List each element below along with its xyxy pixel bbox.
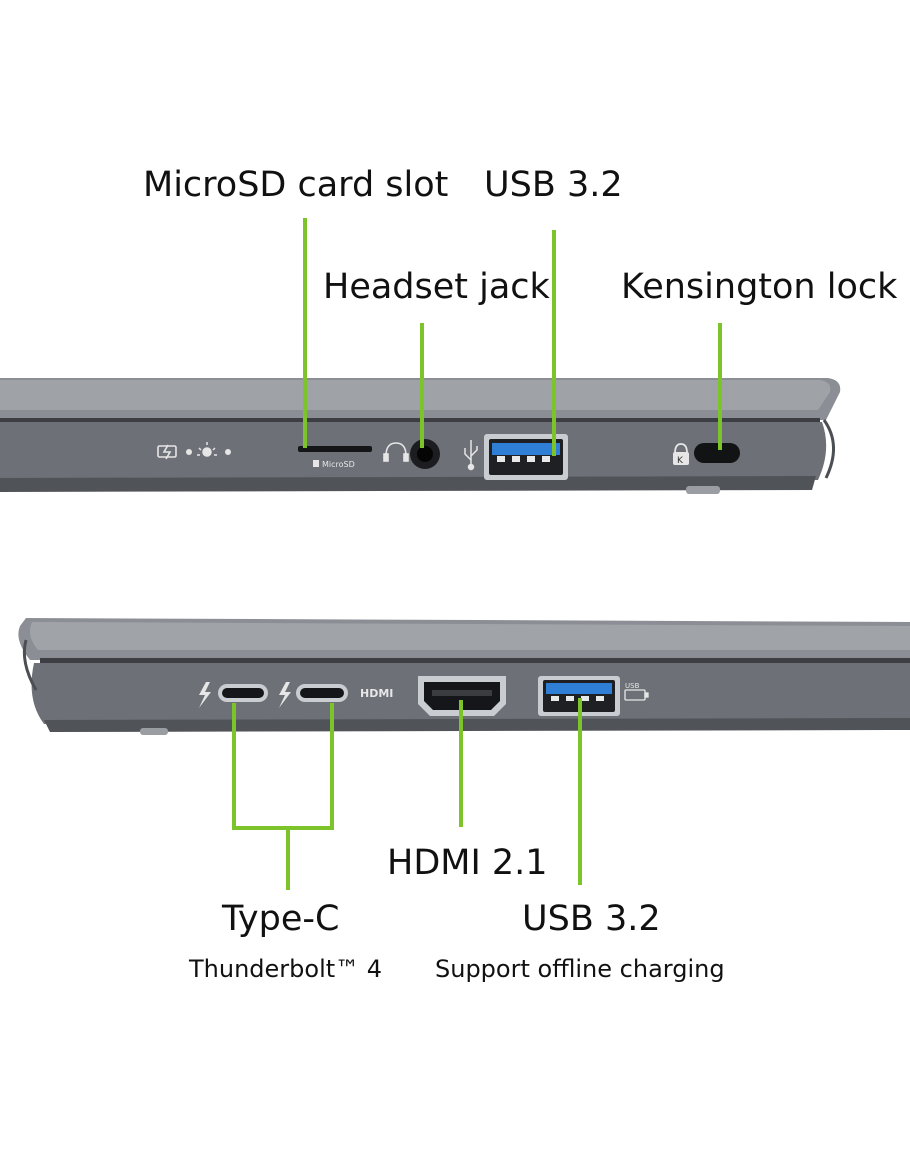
base-bottom-left — [44, 718, 910, 732]
bottom-callout-lines — [232, 698, 582, 890]
svg-text:USB: USB — [625, 682, 640, 690]
lid-seam-left — [40, 658, 910, 663]
headset-jack-hole — [417, 446, 433, 462]
offline-charging-label: Support offline charging — [435, 955, 725, 983]
lid-highlight-left — [30, 622, 910, 650]
usb-bottom-label: USB 3.2 — [522, 899, 661, 939]
usb-icon — [464, 440, 478, 471]
hdmi-print: HDMI — [360, 687, 393, 700]
type-c-label: Type-C — [222, 899, 340, 939]
power-led — [225, 449, 231, 455]
usb-a-2-pins — [551, 696, 604, 701]
kensington-label: Kensington lock — [621, 267, 898, 307]
light-sensor-icon — [197, 442, 217, 457]
base-bottom — [0, 476, 816, 492]
thunderbolt-label: Thunderbolt™ 4 — [189, 955, 383, 983]
usb-top-label: USB 3.2 — [484, 165, 623, 205]
microsd-label: MicroSD card slot — [143, 165, 449, 205]
laptop-right-side: MicroSD K — [0, 378, 841, 494]
svg-text:K: K — [677, 456, 684, 466]
thunderbolt-icon — [199, 682, 211, 708]
laptop-left-side: HDMI USB — [18, 618, 910, 735]
usb-a-pins — [497, 456, 550, 462]
type-c-port-2 — [300, 688, 344, 698]
microsd-slot — [298, 446, 372, 452]
headset-icon — [383, 442, 409, 462]
usb-a-2-tongue — [546, 683, 612, 694]
type-c-port-1 — [222, 688, 264, 698]
microsd-print: MicroSD — [322, 460, 355, 469]
battery-led — [186, 449, 192, 455]
hdmi-tongue — [432, 690, 492, 696]
rubber-foot-left — [140, 728, 168, 735]
thunderbolt-icon — [279, 682, 291, 708]
rubber-foot — [686, 486, 720, 494]
kensington-slot — [694, 443, 740, 463]
lid-highlight — [0, 380, 831, 410]
sd-card-icon — [313, 460, 319, 467]
battery-charge-icon — [157, 444, 177, 460]
top-callout-lines — [303, 218, 722, 456]
kensington-icon: K — [673, 443, 689, 466]
usb-power-icon: USB — [624, 682, 649, 701]
type-c-bracket-line — [232, 703, 334, 830]
headset-label: Headset jack — [323, 267, 550, 307]
lid-seam — [0, 418, 820, 422]
usb-a-tongue — [492, 443, 560, 455]
hinge — [822, 419, 836, 479]
hinge-left — [22, 639, 38, 691]
hdmi-label: HDMI 2.1 — [387, 843, 548, 883]
